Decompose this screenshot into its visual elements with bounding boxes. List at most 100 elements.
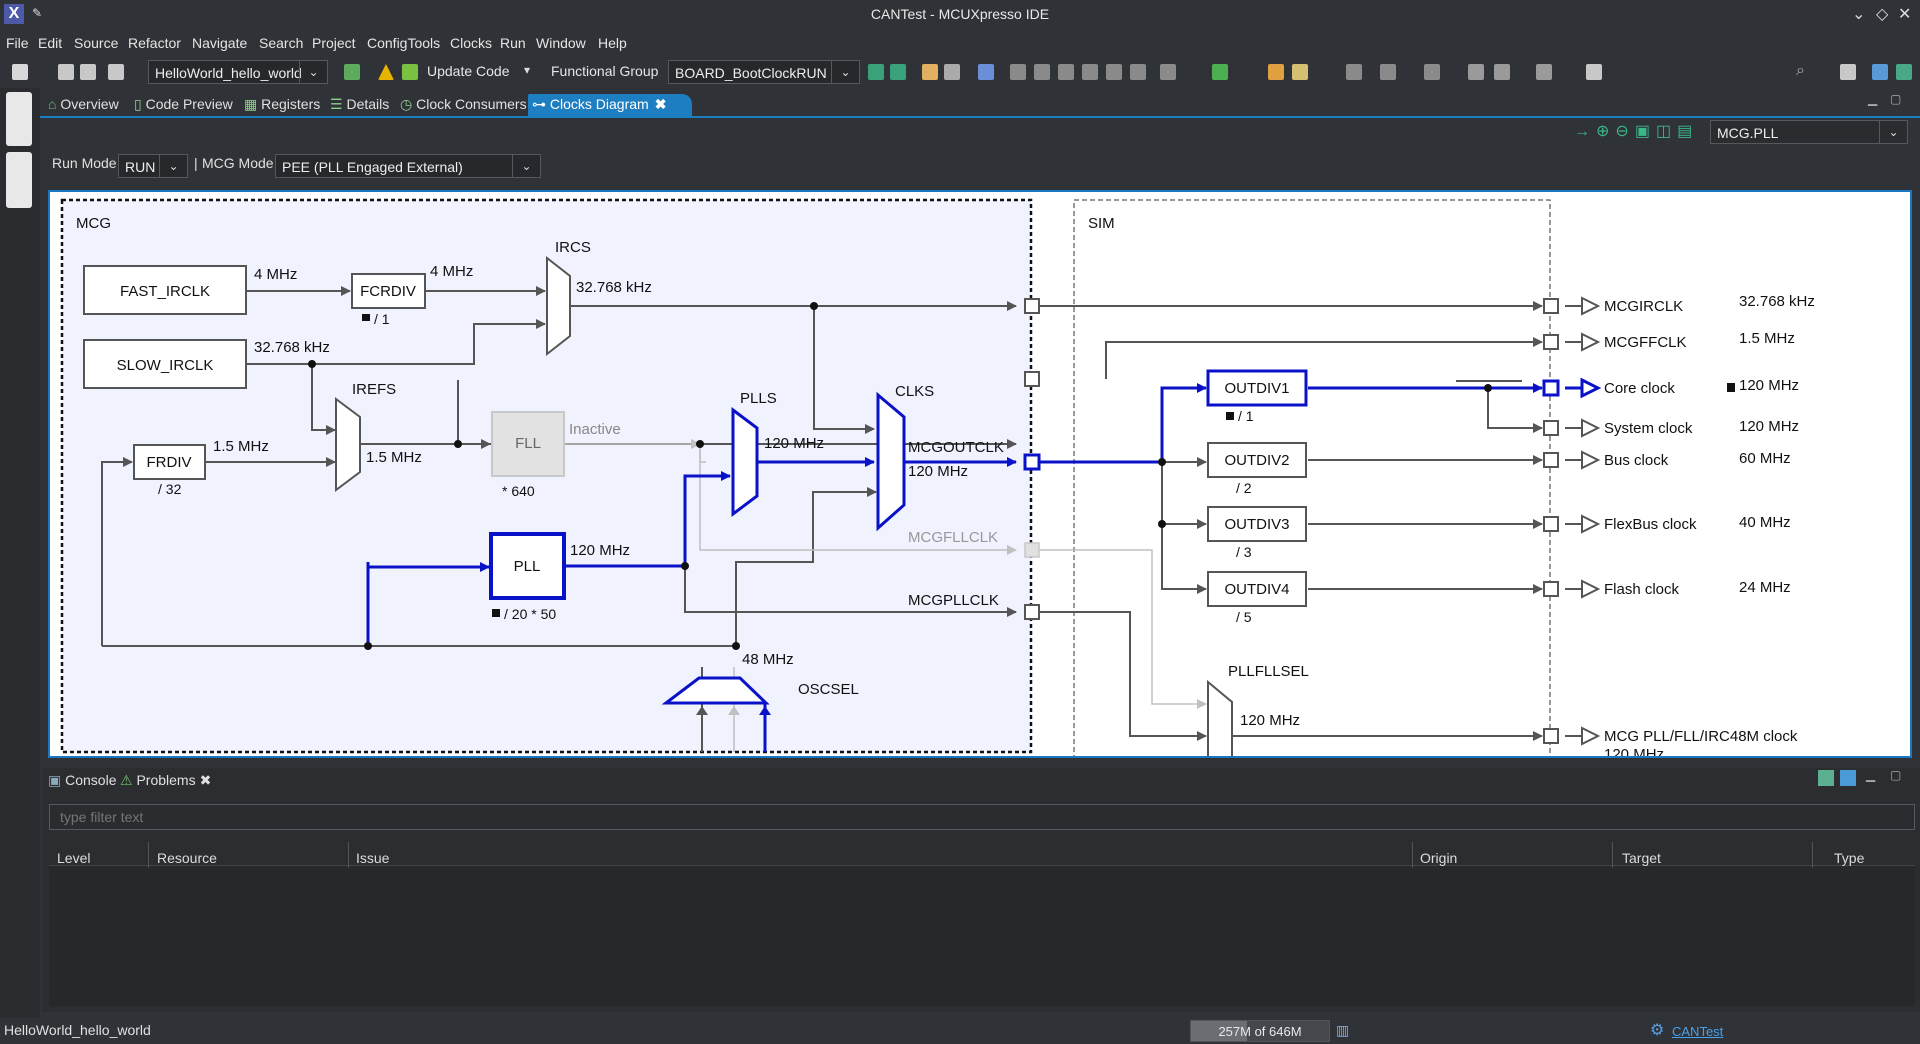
tab-clock-consumers[interactable]: ◷ Clock Consumers [396,94,531,116]
menu-edit[interactable]: Edit [38,35,62,51]
save-icon[interactable] [58,64,74,80]
tool-icon-c[interactable] [1058,64,1074,80]
clks-mux[interactable] [878,395,904,528]
menu-clocks[interactable]: Clocks [450,35,492,51]
filter-warnings-icon[interactable] [1840,770,1856,786]
menu-configtools[interactable]: ConfigTools [367,35,440,51]
minimize-button[interactable]: ⌄ [1852,4,1865,24]
column-target[interactable]: Target [1622,850,1661,866]
maximize-button[interactable]: ◇ [1876,4,1888,24]
port-out-system[interactable] [1544,421,1558,435]
marker-icon[interactable] [1346,64,1362,80]
plls-mux[interactable] [733,410,757,514]
generate-code-icon[interactable] [402,64,418,80]
search-icon[interactable]: ⌕ [1796,62,1805,80]
run-mode-combo[interactable]: RUN⌄ [118,154,188,178]
tab-details[interactable]: ☰ Details [326,94,393,116]
back-history-icon[interactable] [1494,64,1510,80]
debug-icon[interactable] [1212,64,1228,80]
close-button[interactable]: ✕ [1898,4,1911,24]
menu-search[interactable]: Search [259,35,303,51]
clock-tool-icon[interactable] [978,64,994,80]
tool-icon-b[interactable] [1034,64,1050,80]
maximize-view-icon[interactable]: ▢ [1890,768,1901,782]
ircs-mux[interactable] [547,258,570,354]
menu-file[interactable]: File [6,35,29,51]
minimized-view-stack-b[interactable] [6,152,32,208]
perspective-icon[interactable] [1586,64,1602,80]
port-out-core[interactable] [1544,381,1558,395]
minimized-view-stack-a[interactable] [6,92,32,146]
port-mcgffclk[interactable] [1025,372,1039,386]
tool-icon-a[interactable] [1010,64,1026,80]
port-mcgirclk[interactable] [1025,299,1039,313]
port-out-mcgffclk[interactable] [1544,335,1558,349]
tool-icon-d[interactable] [1082,64,1098,80]
element-search-combo[interactable]: MCG.PLL⌄ [1710,120,1908,144]
menu-run[interactable]: Run [500,35,526,51]
tab-code-preview[interactable]: ▯ Code Preview [130,94,237,116]
menu-navigate[interactable]: Navigate [192,35,247,51]
menu-window[interactable]: Window [536,35,586,51]
port-out-mcgirclk[interactable] [1544,299,1558,313]
port-out-bus[interactable] [1544,453,1558,467]
tool-icon-f[interactable] [1130,64,1146,80]
brush-icon[interactable] [1292,64,1308,80]
pllfllsel-mux[interactable] [1208,682,1232,758]
close-tab-icon[interactable]: ✖ [200,772,212,788]
status-link[interactable]: CANTest [1672,1024,1723,1039]
tab-overview[interactable]: ⌂ Overview [44,94,123,116]
port-mcgfllclk[interactable] [1025,543,1039,557]
update-code-button[interactable]: Update Code [427,63,510,79]
port-out-flash[interactable] [1544,582,1558,596]
new-file-icon[interactable] [12,64,28,80]
print-icon[interactable] [108,64,124,80]
column-resource[interactable]: Resource [157,850,217,866]
undo-icon[interactable] [922,64,938,80]
menu-project[interactable]: Project [312,35,356,51]
clocks-diagram-canvas[interactable]: MCG SIM [48,190,1912,758]
tab-registers[interactable]: ▦ Registers [240,94,324,116]
port-mcgpllclk[interactable] [1025,605,1039,619]
filter-errors-icon[interactable] [1818,770,1834,786]
garbage-collect-icon[interactable]: ▥ [1336,1022,1349,1039]
column-origin[interactable]: Origin [1420,850,1457,866]
home-icon[interactable] [344,64,360,80]
maximize-view-icon[interactable]: ▢ [1890,92,1901,106]
config-tools-perspective-icon[interactable] [1872,64,1888,80]
port-mcgoutclk[interactable] [1025,455,1039,469]
functional-group-add-icon[interactable] [868,64,884,80]
annotation-icon[interactable] [1380,64,1396,80]
tool-icon-e[interactable] [1106,64,1122,80]
menu-help[interactable]: Help [598,35,627,51]
column-level[interactable]: Level [57,850,90,866]
close-tab-icon[interactable]: ✖ [655,96,667,112]
redo-icon[interactable] [944,64,960,80]
next-annotation-icon[interactable] [1424,64,1440,80]
gear-icon[interactable]: ⚙ [1650,1020,1664,1040]
open-perspective-icon[interactable] [1840,64,1856,80]
menu-source[interactable]: Source [74,35,118,51]
zoom-out-icon[interactable]: ⊖ [1615,123,1634,140]
tab-clocks-diagram[interactable]: ⊶ Clocks Diagram✖ [528,94,692,116]
fit-icon[interactable]: ▣ [1635,123,1656,140]
functional-group-combo[interactable]: BOARD_BootClockRUN⌄ [668,60,860,84]
save-all-icon[interactable] [80,64,96,80]
functional-group-edit-icon[interactable] [890,64,906,80]
back-icon[interactable] [1468,64,1484,80]
layout-icon[interactable]: ◫ [1656,123,1677,140]
filter-input[interactable] [49,804,1915,830]
export-icon[interactable]: ▤ [1677,123,1698,140]
port-out-mcgpllfll[interactable] [1544,729,1558,743]
tool-icon-g[interactable] [1160,64,1176,80]
tab-problems[interactable]: ⚠ Problems✖ [120,772,211,789]
menu-refactor[interactable]: Refactor [128,35,181,51]
forward-icon[interactable] [1536,64,1552,80]
tab-console[interactable]: ▣ Console [48,772,117,789]
minimize-view-icon[interactable]: ▁ [1866,768,1875,782]
mcg-mode-combo[interactable]: PEE (PLL Engaged External)⌄ [275,154,541,178]
minimize-view-icon[interactable]: ▁ [1868,92,1877,106]
goto-arrow-icon[interactable]: → [1574,123,1596,140]
open-folder-icon[interactable] [1268,64,1284,80]
zoom-in-icon[interactable]: ⊕ [1596,123,1615,140]
